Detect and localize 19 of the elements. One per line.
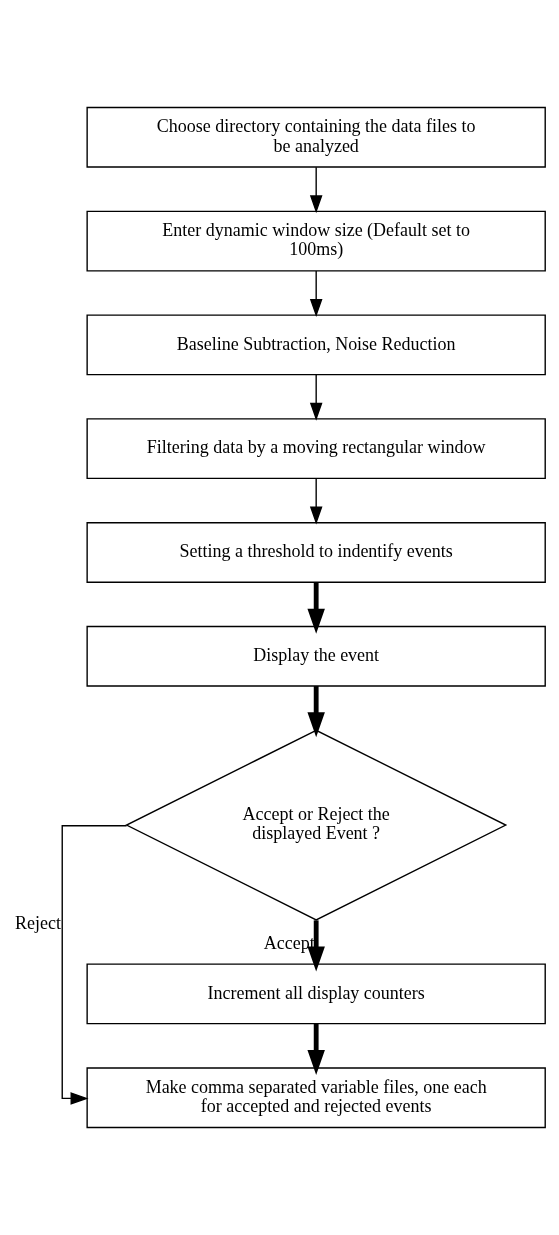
node-box: Filtering data by a moving rectangular window	[86, 418, 546, 480]
edge-label: Reject	[15, 913, 61, 934]
node-box: Enter dynamic window size (Default set to 100ms)	[86, 210, 546, 272]
arrow	[309, 166, 323, 214]
arrow	[307, 920, 325, 972]
node-box: Increment all display counters	[86, 963, 546, 1025]
arrow	[307, 1023, 325, 1076]
node-box: Choose directory containing the data files to be analyzed	[86, 106, 546, 168]
arrow	[309, 270, 323, 318]
node-box: Display the event	[86, 625, 546, 687]
arrow	[61, 825, 128, 1105]
arrow	[309, 478, 323, 525]
node-diamond: Accept or Reject the displayed Event ?	[125, 729, 508, 921]
arrow	[307, 582, 325, 634]
node-box: Make comma separated variable files, one each for accepted and rejected events	[86, 1067, 546, 1129]
node-box: Setting a threshold to indentify events	[86, 522, 546, 583]
arrow	[309, 374, 323, 421]
arrow	[307, 686, 325, 738]
node-box: Baseline Subtraction, Noise Reduction	[86, 314, 546, 376]
